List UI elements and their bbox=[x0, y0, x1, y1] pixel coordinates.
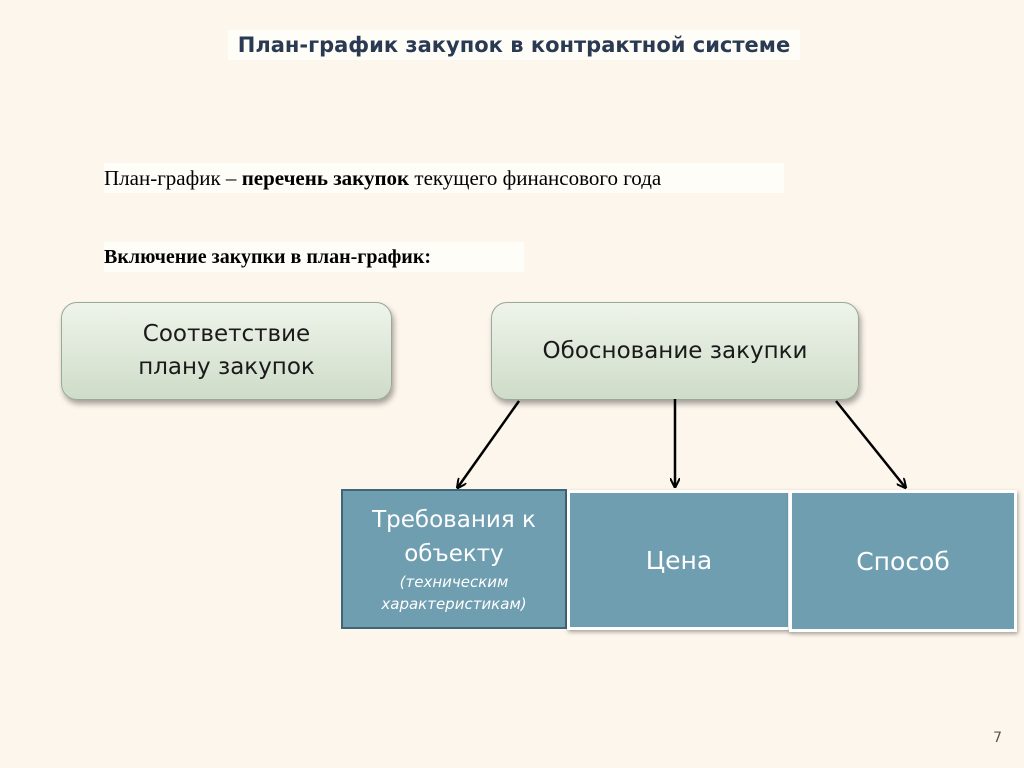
method-label: Способ bbox=[856, 546, 950, 576]
inclusion-heading: Включение закупки в план-график: bbox=[104, 242, 524, 272]
justification-box: Обоснование закупки bbox=[491, 302, 859, 400]
plan-match-box: Соответствие плану закупок bbox=[61, 302, 392, 400]
definition-prefix: План-график – bbox=[104, 166, 242, 190]
method-box: Способ bbox=[789, 490, 1017, 632]
arrow-to-method bbox=[835, 400, 905, 487]
justification-label: Обоснование закупки bbox=[542, 338, 808, 364]
definition-suffix: текущего финансового года bbox=[409, 166, 662, 190]
plan-match-line2: плану закупок bbox=[138, 354, 315, 380]
requirements-line1: Требования к bbox=[372, 507, 536, 533]
requirements-sub1: (техническим bbox=[399, 573, 509, 591]
price-label: Цена bbox=[645, 545, 713, 575]
page-number: 7 bbox=[993, 730, 1002, 746]
plan-match-line1: Соответствие bbox=[142, 321, 311, 347]
requirements-line2: объекту bbox=[404, 541, 504, 567]
definition-bold: перечень закупок bbox=[241, 166, 410, 190]
requirements-sub2: характеристикам) bbox=[381, 595, 527, 613]
price-box: Цена bbox=[567, 490, 791, 630]
definition-line: План-график – перечень закупок текущего … bbox=[104, 163, 784, 193]
requirements-box: Требования к объекту (техническим характ… bbox=[341, 489, 567, 629]
slide-title: План-график закупок в контрактной систем… bbox=[228, 30, 800, 60]
arrow-to-requirements bbox=[458, 400, 521, 487]
